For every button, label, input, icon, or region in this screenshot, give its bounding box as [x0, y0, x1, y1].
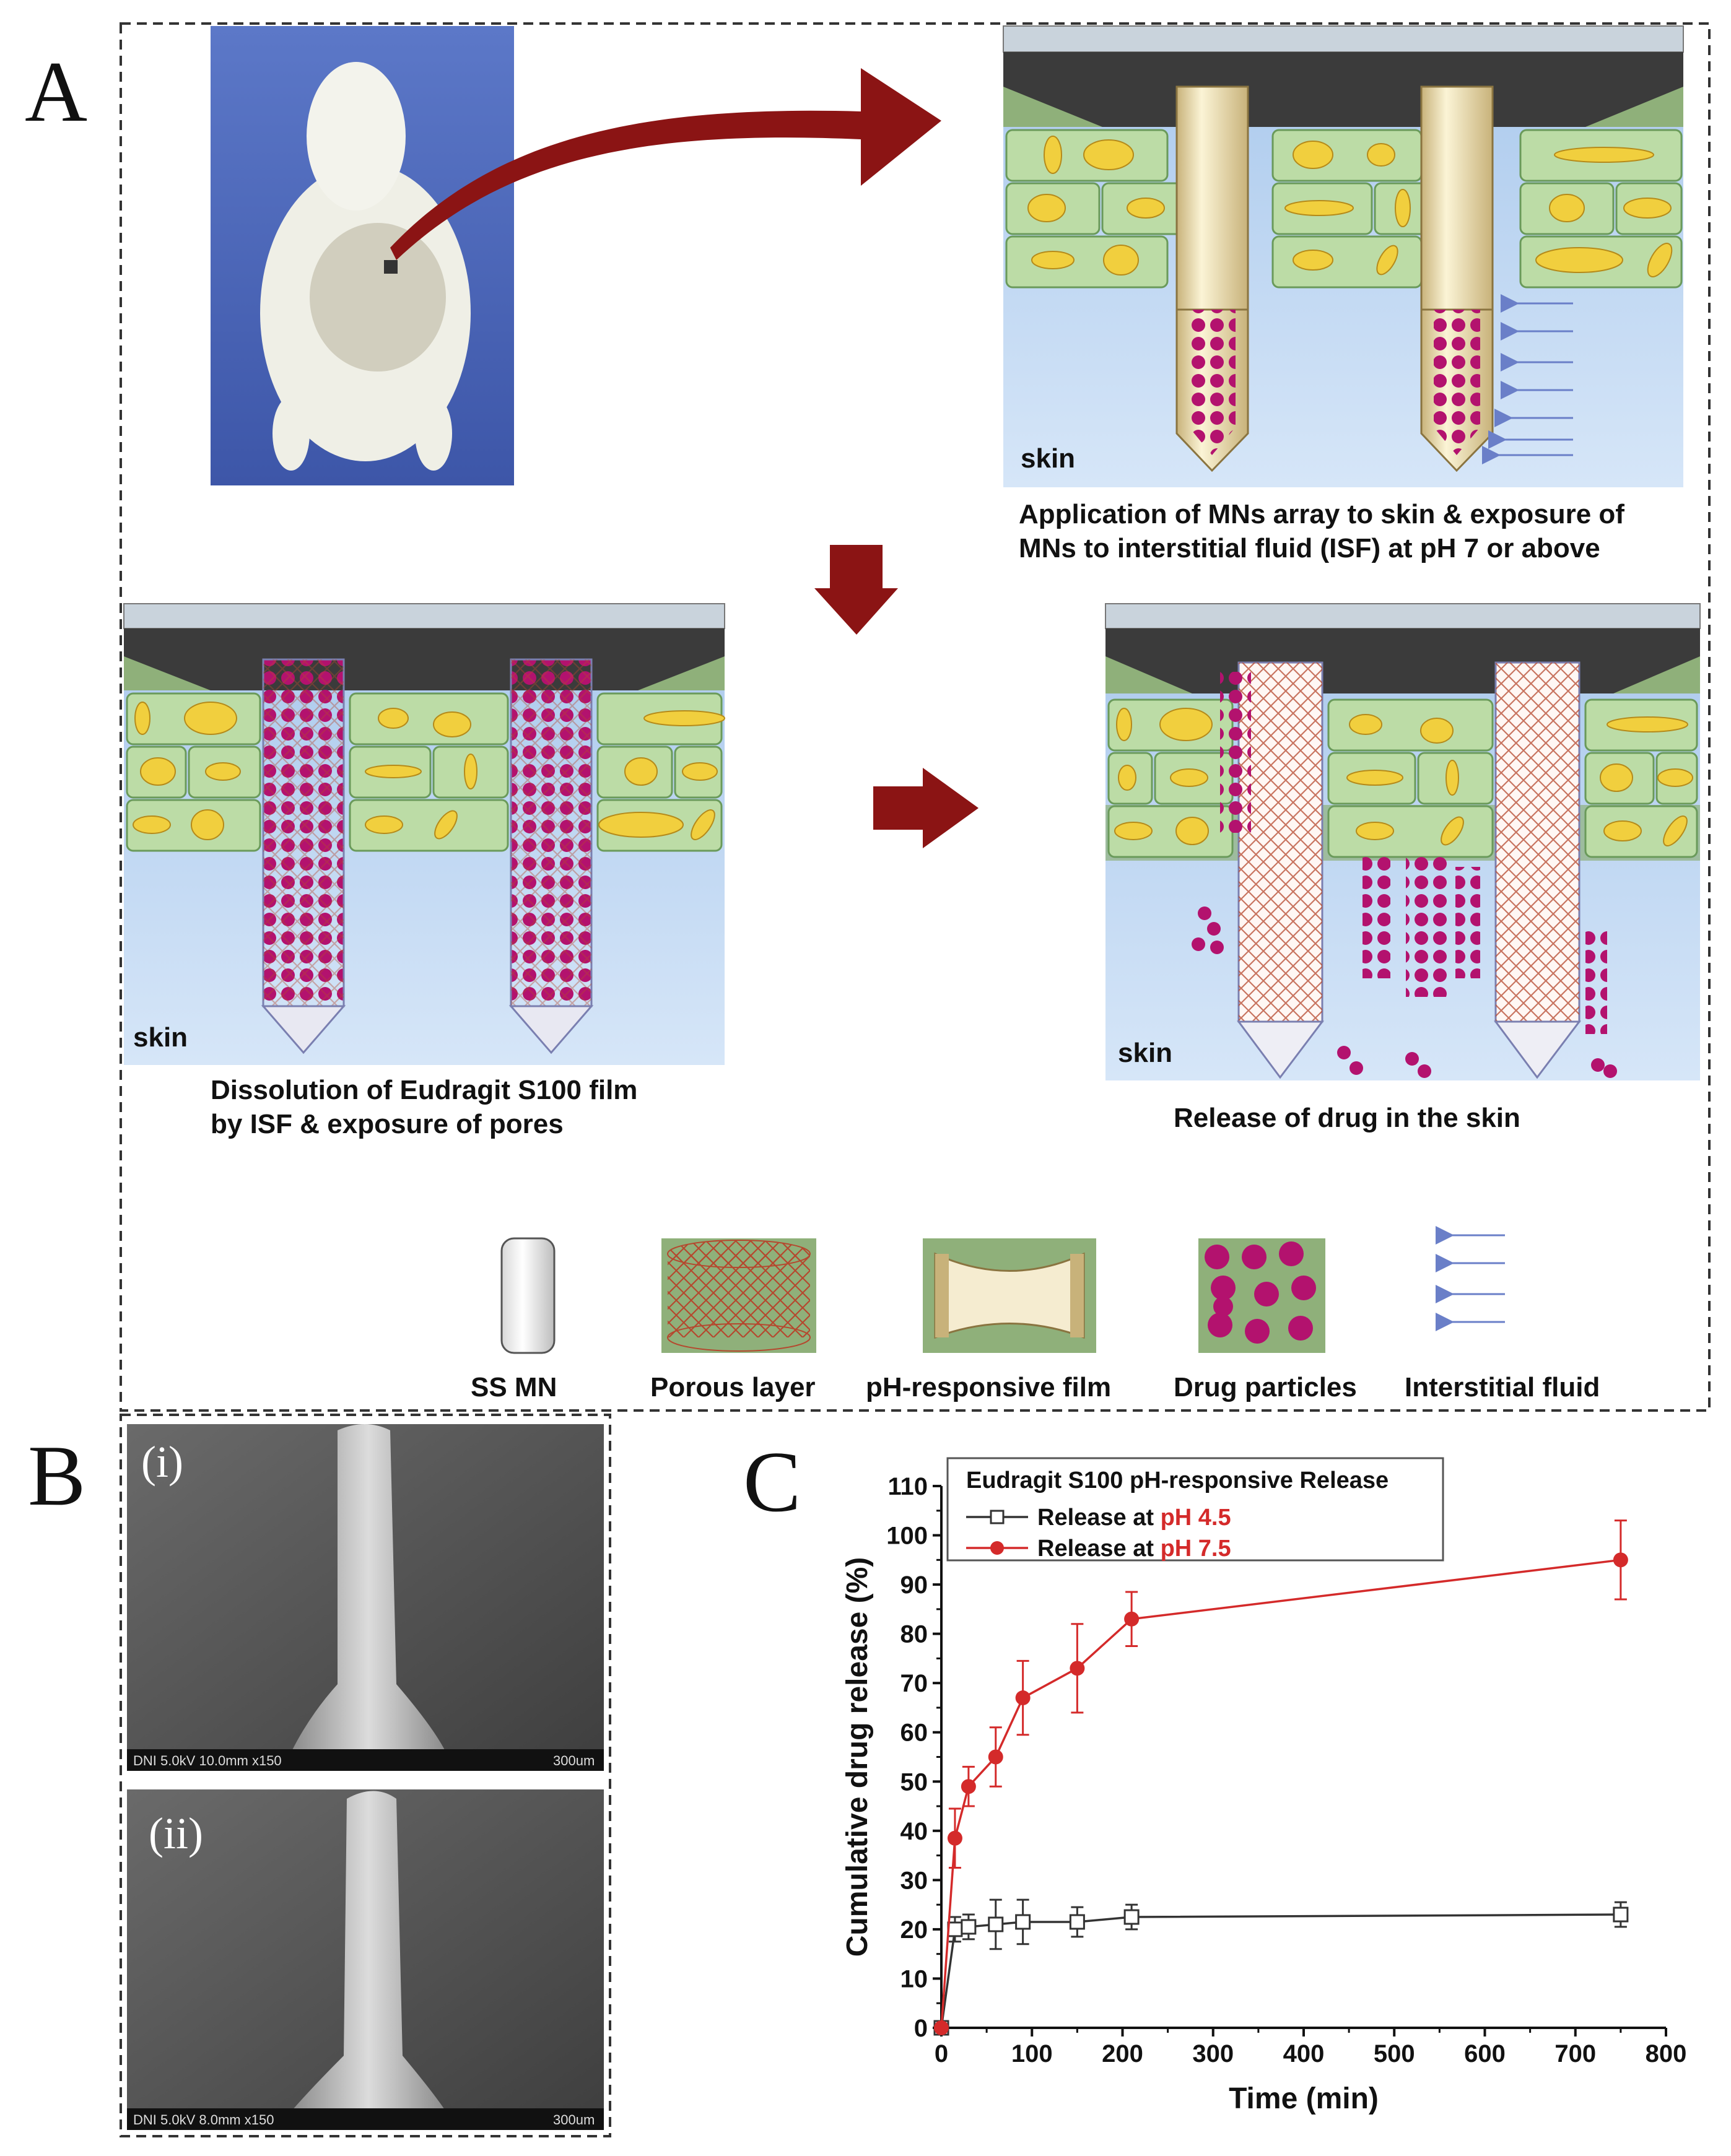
- step1-caption-line2: MNs to interstitial fluid (ISF) at pH 7 …: [1019, 533, 1600, 563]
- chart-legend-box: [946, 1457, 1444, 1562]
- x-tick-label-600: 600: [1464, 2040, 1506, 2067]
- legend-interstitial-fluid: Interstitial fluid: [1405, 1226, 1600, 1402]
- step2-diagram: skin: [123, 603, 725, 1065]
- x-axis-label: Time (min): [1229, 2082, 1379, 2115]
- sem-scale-i: 300um: [553, 1753, 595, 1768]
- step2-caption-line2: by ISF & exposure of pores: [211, 1109, 564, 1139]
- sublabel-ii: (ii): [149, 1809, 203, 1858]
- sem-scale-ii: 300um: [553, 2112, 595, 2128]
- y-axis-label: Cumulative drug release (%): [841, 1557, 874, 1957]
- point-0-1: [947, 1921, 963, 1937]
- y-tick-label-30: 30: [900, 1867, 928, 1894]
- y-tick-label-80: 80: [900, 1621, 928, 1648]
- sem-image-i: DNI 5.0kV 10.0mm x150 300um (i): [127, 1424, 604, 1771]
- point-1-2: [961, 1779, 976, 1794]
- point-0-4: [1015, 1914, 1031, 1930]
- x-tick-label-100: 100: [1011, 2040, 1053, 2067]
- step1-diagram: skin: [1003, 25, 1684, 487]
- y-tick-label-90: 90: [900, 1571, 928, 1599]
- y-tick-label-70: 70: [900, 1670, 928, 1697]
- point-0-7: [1613, 1906, 1629, 1923]
- svg-text:Drug particles: Drug particles: [1174, 1372, 1357, 1402]
- svg-text:SS MN: SS MN: [471, 1372, 557, 1402]
- panel-label-c: C: [743, 1434, 801, 1530]
- x-tick-label-500: 500: [1374, 2040, 1415, 2067]
- x-tick-label-200: 200: [1102, 2040, 1143, 2067]
- down-arrow: [814, 545, 898, 635]
- right-arrow: [873, 768, 979, 848]
- point-0-3: [988, 1916, 1004, 1932]
- sem-image-ii: DNI 5.0kV 8.0mm x150 300um (ii): [127, 1789, 604, 2130]
- panel-label-a: A: [25, 44, 87, 140]
- x-tick-label-0: 0: [935, 2040, 948, 2067]
- legend-marker-0: [990, 1510, 1005, 1524]
- legend-title: Eudragit S100 pH-responsive Release: [966, 1467, 1389, 1493]
- series-line-0: [940, 1913, 1621, 2028]
- step3-caption: Release of drug in the skin: [1174, 1103, 1520, 1133]
- release-chart: 0 100 200 300 400 500 600 700 800 0 10 20 30 40 50 60 70…: [841, 1457, 1687, 2115]
- sem-info-ii: DNI 5.0kV 8.0mm x150: [133, 2112, 274, 2128]
- legend-ss-mn: SS MN: [471, 1237, 557, 1402]
- point-0-5: [1069, 1914, 1085, 1930]
- panel-a-frame: [120, 22, 1711, 1412]
- point-1-5: [1070, 1661, 1085, 1676]
- y-tick-label-110: 110: [887, 1473, 928, 1500]
- step3-diagram: skin: [1105, 603, 1701, 1080]
- y-tick-label-60: 60: [900, 1719, 928, 1747]
- point-0-2: [961, 1919, 977, 1935]
- legend-porous-layer: Porous layer: [650, 1238, 816, 1402]
- x-tick-label-700: 700: [1554, 2040, 1596, 2067]
- point-1-1: [947, 1830, 962, 1846]
- step2-caption-line1: Dissolution of Eudragit S100 film: [211, 1075, 637, 1105]
- panel-b-frame: [120, 1414, 611, 2137]
- point-0-6: [1123, 1909, 1140, 1925]
- curved-arrow: [390, 68, 941, 260]
- point-1-3: [988, 1749, 1003, 1765]
- skin-label-step3: skin: [1118, 1038, 1172, 1068]
- sem-info-i: DNI 5.0kV 10.0mm x150: [133, 1753, 282, 1768]
- point-1-4: [1015, 1690, 1031, 1706]
- sublabel-i: (i): [141, 1437, 183, 1487]
- y-tick-label-20: 20: [900, 1916, 928, 1944]
- legend-label-1: Release at pH 7.5: [1037, 1536, 1231, 1562]
- legend-ph-film: pH-responsive film: [866, 1238, 1111, 1402]
- point-1-0: [934, 2020, 949, 2035]
- svg-text:pH-responsive film: pH-responsive film: [866, 1372, 1111, 1402]
- svg-text:Interstitial fluid: Interstitial fluid: [1405, 1372, 1600, 1402]
- rat-photo: [211, 26, 514, 485]
- legend-drug-particles: Drug particles: [1174, 1238, 1357, 1402]
- skin-label-step1: skin: [1021, 443, 1075, 474]
- x-tick-label-400: 400: [1283, 2040, 1325, 2067]
- step1-caption-line1: Application of MNs array to skin & expos…: [1019, 499, 1624, 529]
- y-tick-label-50: 50: [900, 1768, 928, 1796]
- y-tick-label-40: 40: [900, 1818, 928, 1845]
- svg-text:Porous layer: Porous layer: [650, 1372, 816, 1402]
- y-tick-label-0: 0: [914, 2015, 928, 2042]
- y-tick-label-10: 10: [900, 1965, 928, 1993]
- legend-marker-1: [990, 1541, 1004, 1555]
- point-1-6: [1124, 1611, 1140, 1627]
- skin-label-step2: skin: [133, 1022, 188, 1053]
- y-tick-label-100: 100: [886, 1523, 928, 1550]
- x-tick-label-300: 300: [1192, 2040, 1234, 2067]
- panel-label-b: B: [28, 1428, 85, 1524]
- x-tick-label-800: 800: [1646, 2040, 1687, 2067]
- point-1-7: [1613, 1552, 1628, 1568]
- legend-label-0: Release at pH 4.5: [1037, 1505, 1231, 1531]
- series-line-1: [940, 1558, 1621, 2028]
